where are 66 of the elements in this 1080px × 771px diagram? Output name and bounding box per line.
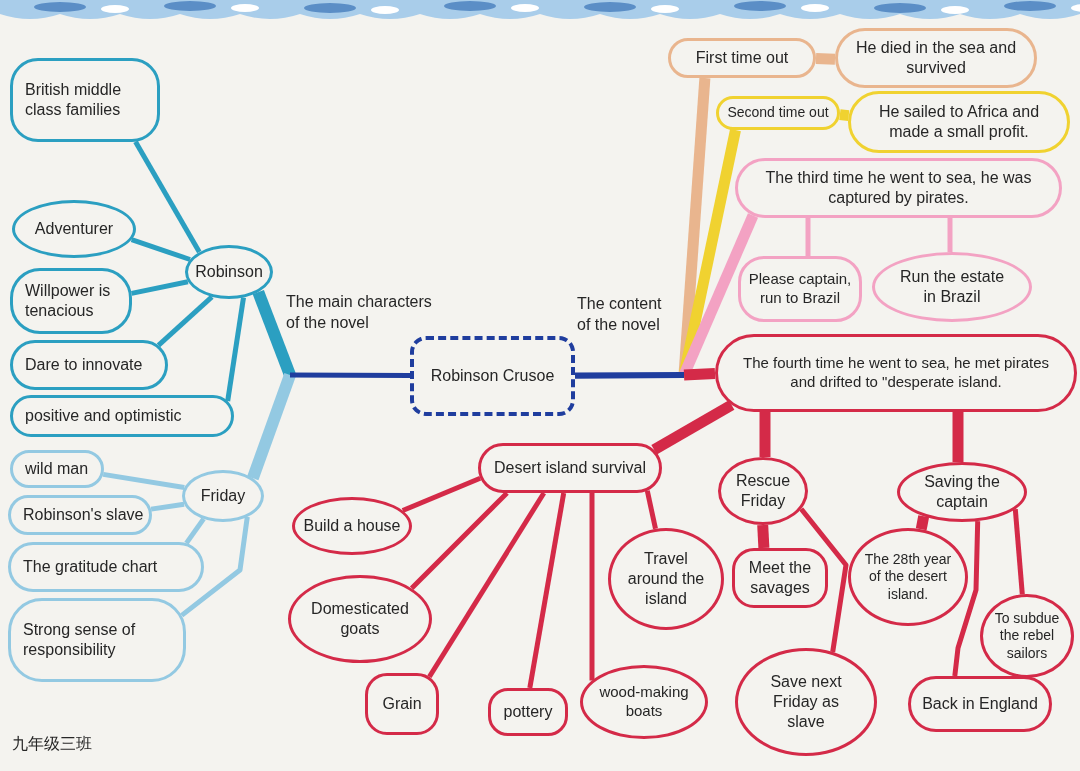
connector-line [805, 218, 811, 256]
oval-bubble: Run the estate in Brazil [872, 252, 1032, 322]
rounded-box: The third time he went to sea, he was captured by pirates. [735, 158, 1062, 218]
thick-connector [839, 109, 850, 122]
connector-line [225, 297, 246, 402]
connector-line [133, 140, 202, 254]
oval-bubble: Build a house [292, 497, 412, 555]
connector-line [799, 507, 849, 653]
trunk-line [574, 371, 685, 379]
connector-line [131, 279, 189, 296]
thick-connector [252, 289, 296, 378]
oval-bubble: Adventurer [12, 200, 136, 258]
oval-bubble: Saving the captain [897, 462, 1027, 522]
connector-line [947, 218, 953, 252]
thick-connector [683, 368, 716, 381]
oval-bubble: wood-making boats [580, 665, 708, 739]
rounded-box: Please captain, run to Brazil [738, 256, 862, 322]
connector-line [409, 491, 509, 591]
dashed-title-box: Robinson Crusoe [410, 336, 575, 416]
connector-line [427, 491, 547, 679]
rounded-box: Robinson's slave [8, 495, 152, 535]
rounded-box: He sailed to Africa and made a small profit. [848, 91, 1070, 153]
thick-connector [952, 412, 964, 463]
oval-bubble: To subdue the rebel sailors [980, 594, 1074, 678]
rounded-box: Meet the savages [732, 548, 828, 608]
thick-connector [757, 524, 770, 549]
oval-bubble: Friday [182, 470, 264, 522]
rounded-box: wild man [10, 450, 104, 488]
oval-bubble: Save next Friday as slave [735, 648, 877, 756]
connector-line [180, 516, 250, 618]
rounded-box: pottery [488, 688, 568, 736]
rounded-box: He died in the sea and survived [835, 28, 1037, 88]
connector-line [130, 237, 191, 262]
connector-line [1012, 508, 1025, 595]
thick-connector [915, 515, 930, 531]
oval-bubble: Robinson [185, 245, 273, 299]
oval-bubble: Travel around the island [608, 528, 724, 630]
oval-bubble: Domesticated goats [288, 575, 432, 663]
connector-line [952, 521, 981, 677]
thick-connector [815, 53, 836, 65]
rounded-box: Desert island survival [478, 443, 662, 493]
trunk-line [290, 372, 410, 379]
rounded-box: British middle class families [10, 58, 160, 142]
rounded-box: Willpower is tenacious [10, 268, 132, 334]
rounded-box: First time out [668, 38, 816, 78]
thick-connector [759, 412, 771, 457]
thick-connector [247, 372, 296, 481]
rounded-box: Dare to innovate [10, 340, 168, 390]
rounded-box: positive and optimistic [10, 395, 234, 437]
connector-line [401, 476, 482, 513]
rounded-box: Second time out [716, 96, 840, 130]
connector-line [589, 493, 595, 681]
rounded-box: The fourth time he went to sea, he met pirates and drifted to "desperate island. [715, 334, 1077, 412]
connector-line [644, 490, 658, 530]
connector-line [184, 517, 206, 545]
connector-line [150, 501, 185, 512]
rounded-box: Grain [365, 673, 439, 735]
rounded-box: Strong sense of responsibility [8, 598, 186, 682]
rounded-box: The gratitude chart [8, 542, 204, 592]
thick-connector [651, 400, 735, 455]
connector-line [102, 471, 185, 490]
oval-bubble: Rescue Friday [718, 457, 808, 525]
connector-line [156, 295, 214, 348]
connector-line [527, 492, 567, 689]
rounded-box: Back in England [908, 676, 1052, 732]
oval-bubble: The 28th year of the desert island. [848, 528, 968, 626]
